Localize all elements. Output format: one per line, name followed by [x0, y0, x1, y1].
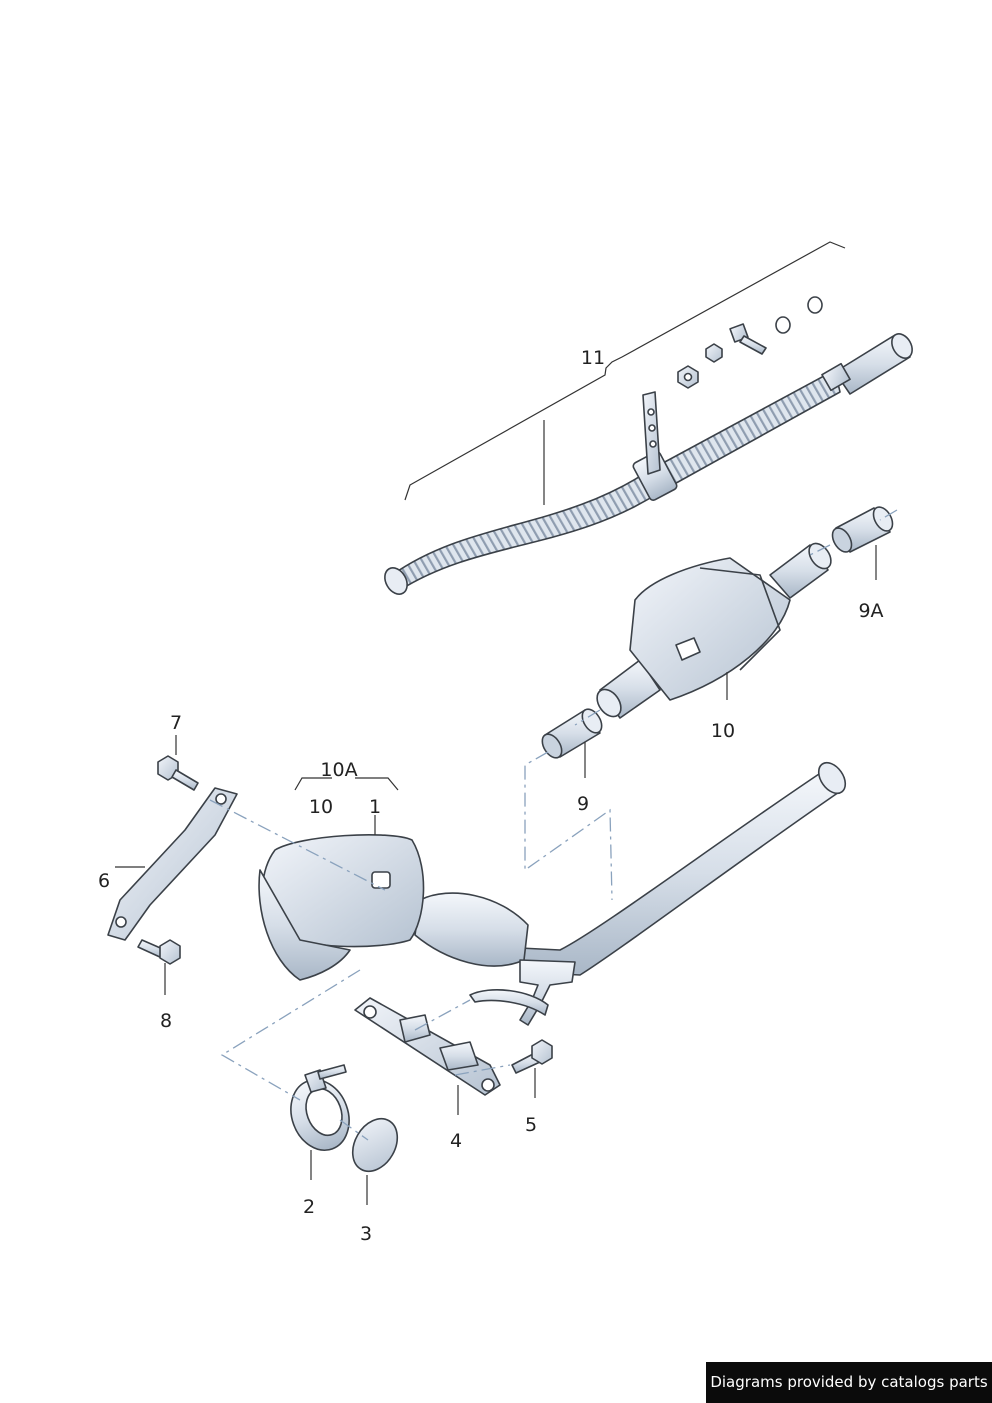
credit-banner: Diagrams provided by catalogs parts	[706, 1362, 992, 1403]
front-catalytic-converter	[258, 761, 847, 1026]
label-9: 9	[577, 793, 589, 815]
flex-pipe	[391, 369, 841, 591]
clamp-sleeve-9a	[831, 506, 894, 553]
label-6: 6	[98, 870, 110, 892]
front-pipe	[519, 769, 843, 976]
label-4: 4	[450, 1130, 462, 1152]
label-1: 1	[369, 796, 381, 818]
clamp-ring	[290, 1064, 350, 1151]
bolt-7	[157, 755, 199, 791]
mounting-bracket	[354, 997, 501, 1096]
catalytic-converter-upper	[596, 542, 832, 719]
callout-labels: 11 9A 10 9 7 10A 10 1 6 8 5 4 2 3	[98, 347, 884, 1245]
flex-pipe-assembly	[384, 296, 913, 595]
label-7: 7	[170, 712, 182, 734]
label-10a: 10A	[320, 759, 357, 781]
label-5: 5	[525, 1114, 537, 1136]
hanger-rod	[519, 959, 576, 1026]
label-9a: 9A	[858, 600, 883, 622]
label-10-lower: 10	[309, 796, 333, 818]
bolt-5	[511, 1039, 553, 1074]
label-2: 2	[303, 1196, 315, 1218]
label-8: 8	[160, 1010, 172, 1032]
assembly-lines	[209, 509, 898, 1141]
clamp-sleeve-9	[541, 708, 603, 759]
hardware-set	[677, 296, 823, 389]
label-10-upper: 10	[711, 720, 735, 742]
bolt-8	[137, 939, 181, 965]
label-3: 3	[360, 1223, 372, 1245]
gasket	[351, 1117, 399, 1173]
leader-lines	[115, 241, 877, 1205]
support-strap	[107, 787, 238, 941]
label-11: 11	[581, 347, 605, 369]
